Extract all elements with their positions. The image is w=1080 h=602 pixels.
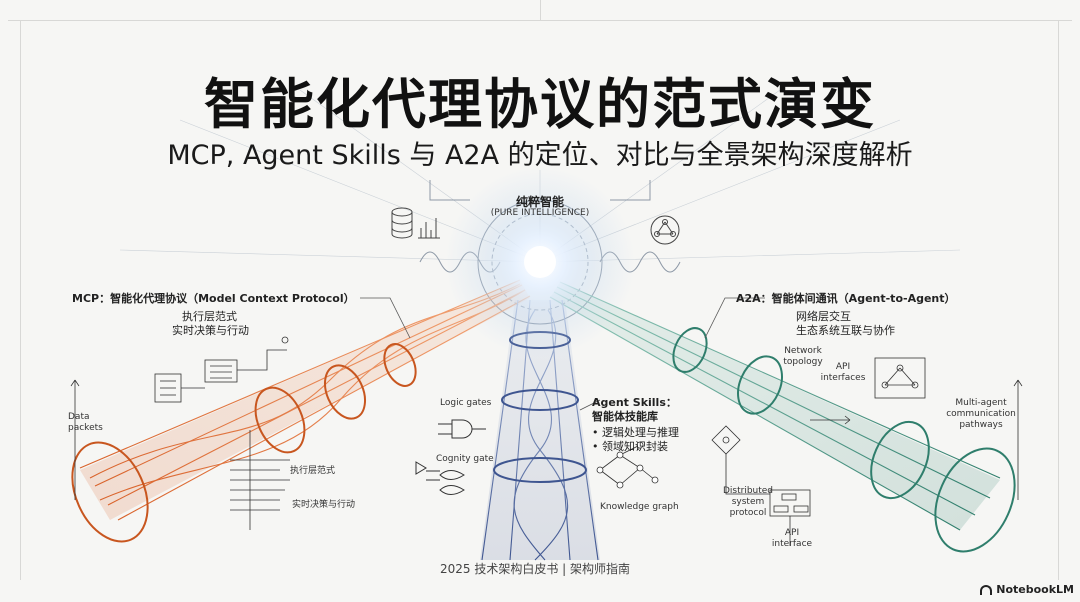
data-packets-label: Data packets [68,412,103,433]
knowledge-graph-icon [596,441,659,489]
mcp-title: MCP：智能化代理协议（Model Context Protocol） [72,292,355,305]
api-interfaces-label: API interfaces [820,362,866,383]
bar-chart-icon [418,218,440,239]
mcp-tag-2: 实时决策与行动 [292,500,356,510]
a2a-desc-1: 网络层交互 [796,310,851,323]
notebooklm-badge: NotebookLM [980,583,1074,596]
callout-lines [360,297,765,411]
distributed-label: Distributed system protocol [722,486,774,518]
skills-subtitle: 智能体技能库 [592,410,658,423]
mcp-tag-1: 执行层范式 [290,466,336,476]
mcp-schematic [70,336,290,530]
page-title: 智能化代理协议的范式演变 [204,73,876,136]
frame-line-right [1058,20,1059,580]
frame-tick-top [540,0,541,20]
logic-gates-label: Logic gates [440,398,492,408]
multi-agent-label: Multi-agent communication pathways [946,398,1016,430]
mcp-desc-2: 实时决策与行动 [172,324,249,337]
pure-intelligence-label: 纯粹智能 [515,195,564,209]
network-topology-label: Network topology [783,346,823,367]
api-interface-label: API interface [771,528,813,549]
logic-gate-icons [415,419,486,495]
skills-bullet-1: • 逻辑处理与推理 [592,426,679,439]
cognity-gate-label: Cognity gate [436,454,494,464]
frame-line-left [20,20,21,580]
skills-title: Agent Skills： [592,396,677,409]
notebooklm-label: NotebookLM [996,583,1074,596]
a2a-title: A2A：智能体间通讯（Agent-to-Agent） [736,292,956,305]
a2a-schematic [711,357,1023,546]
database-icon [391,207,413,239]
skills-bullet-2: • 领域知识封装 [592,440,668,453]
neural-node-icon [650,215,680,245]
mcp-desc-1: 执行层范式 [182,310,237,323]
notebooklm-icon [980,584,993,595]
frame-line-top [8,20,1072,21]
a2a-tube [549,281,1016,553]
mcp-tube [71,279,531,543]
page-subtitle: MCP, Agent Skills 与 A2A 的定位、对比与全景架构深度解析 [167,140,913,171]
a2a-desc-2: 生态系统互联与协作 [796,324,895,337]
knowledge-graph-label: Knowledge graph [600,502,679,512]
footer-text: 2025 技术架构白皮书 | 架构师指南 [440,562,631,576]
pure-intelligence-en: (PURE INTELLIGENCE) [490,208,590,218]
